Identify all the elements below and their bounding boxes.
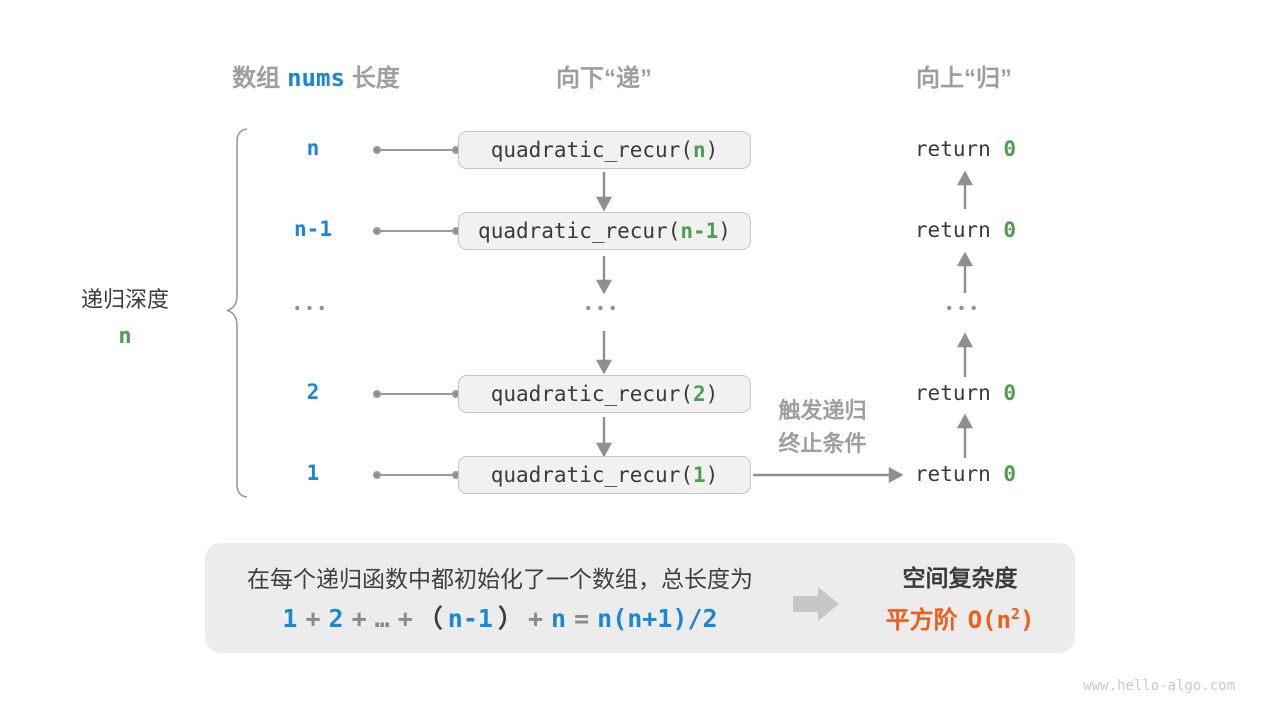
call-box-2: quadratic_recur(2) — [458, 375, 751, 413]
formula-paren: ） — [497, 604, 523, 633]
formula-term: n-1 — [447, 604, 493, 633]
row-connectors — [373, 146, 460, 479]
call-close: ) — [705, 382, 719, 406]
header-array-post: 长度 — [351, 65, 400, 92]
call-text: quadratic_recur( — [490, 382, 693, 406]
formula-plus: + — [305, 604, 321, 633]
call-box-n-1: quadratic_recur(n-1) — [458, 212, 751, 250]
formula-term: n — [551, 604, 567, 633]
return-keyword: return — [914, 137, 991, 161]
summary-panel: 在每个递归函数中都初始化了一个数组，总长度为 1+2+…+（n-1）+n=n(n… — [205, 543, 1075, 653]
formula-result: n(n+1)/2 — [597, 604, 718, 633]
return-keyword: return — [914, 381, 991, 405]
recursion-depth-value: n — [118, 324, 132, 349]
call-text: quadratic_recur( — [490, 463, 693, 487]
base-case-line2: 终止条件 — [778, 431, 867, 456]
return-value: 0 — [1003, 137, 1017, 161]
big-o-exponent: 2 — [1010, 605, 1020, 623]
base-case-label: 触发递归 终止条件 — [740, 394, 905, 460]
header-recurse-down: 向下“递” — [556, 65, 652, 92]
call-arg: 2 — [692, 382, 706, 406]
ellipsis-calls: ••• — [585, 300, 623, 317]
call-close: ) — [718, 219, 731, 243]
call-arg: n-1 — [680, 219, 719, 243]
return-statement: return 0 — [893, 218, 1038, 242]
big-o-notation: O(n2) — [967, 605, 1035, 634]
length-label-n: n — [306, 136, 320, 160]
base-case-line1: 触发递归 — [778, 398, 867, 423]
space-complexity-title: 空间复杂度 — [902, 565, 1018, 591]
call-close: ) — [705, 138, 719, 162]
summary-description: 在每个递归函数中都初始化了一个数组，总长度为 — [247, 566, 753, 592]
call-box-n: quadratic_recur(n) — [458, 131, 751, 169]
return-statement: return 0 — [893, 381, 1038, 405]
implies-arrow-icon — [793, 587, 839, 621]
length-label-n-1: n-1 — [294, 217, 332, 241]
return-statement: return 0 — [893, 137, 1038, 161]
formula-plus: + — [397, 604, 413, 633]
formula-plus: + — [527, 604, 544, 633]
header-array-pre: 数组 — [232, 65, 281, 92]
return-statement: return 0 — [893, 462, 1038, 486]
return-keyword: return — [914, 218, 991, 242]
space-complexity-value: 平方阶 O(n2) — [840, 600, 1080, 635]
header-array-code: nums — [287, 64, 345, 92]
ellipsis-lengths: ••• — [294, 300, 332, 317]
call-box-1: quadratic_recur(1) — [458, 456, 751, 494]
depth-brace — [226, 128, 248, 498]
call-close: ) — [705, 463, 719, 487]
length-label-2: 2 — [306, 380, 320, 404]
formula-term: 1 — [282, 604, 298, 633]
formula-ellipsis: … — [374, 604, 390, 633]
formula-equals: = — [574, 604, 590, 633]
return-value: 0 — [1003, 381, 1017, 405]
header-return-up: 向上“归” — [916, 65, 1012, 92]
recursion-depth-text: 递归深度 — [80, 287, 169, 312]
call-text: quadratic_recur( — [478, 219, 681, 243]
call-text: quadratic_recur( — [490, 138, 693, 162]
recursion-depth-label: 递归深度 n — [50, 282, 200, 349]
summary-formula: 1+2+…+（n-1）+n=n(n+1)/2 — [215, 599, 785, 635]
call-arg: 1 — [692, 463, 706, 487]
length-label-1: 1 — [306, 461, 320, 485]
call-arg: n — [692, 138, 706, 162]
return-value: 0 — [1003, 462, 1017, 486]
formula-plus: + — [351, 604, 367, 633]
base-case-arrow — [753, 466, 904, 484]
space-order: 平方阶 — [885, 607, 958, 634]
return-keyword: return — [914, 462, 991, 486]
return-value: 0 — [1003, 218, 1017, 242]
formula-term: 2 — [328, 604, 344, 633]
ellipsis-returns: ••• — [946, 300, 984, 317]
watermark: www.hello-algo.com — [1083, 678, 1235, 694]
formula-paren: （ — [417, 604, 443, 633]
